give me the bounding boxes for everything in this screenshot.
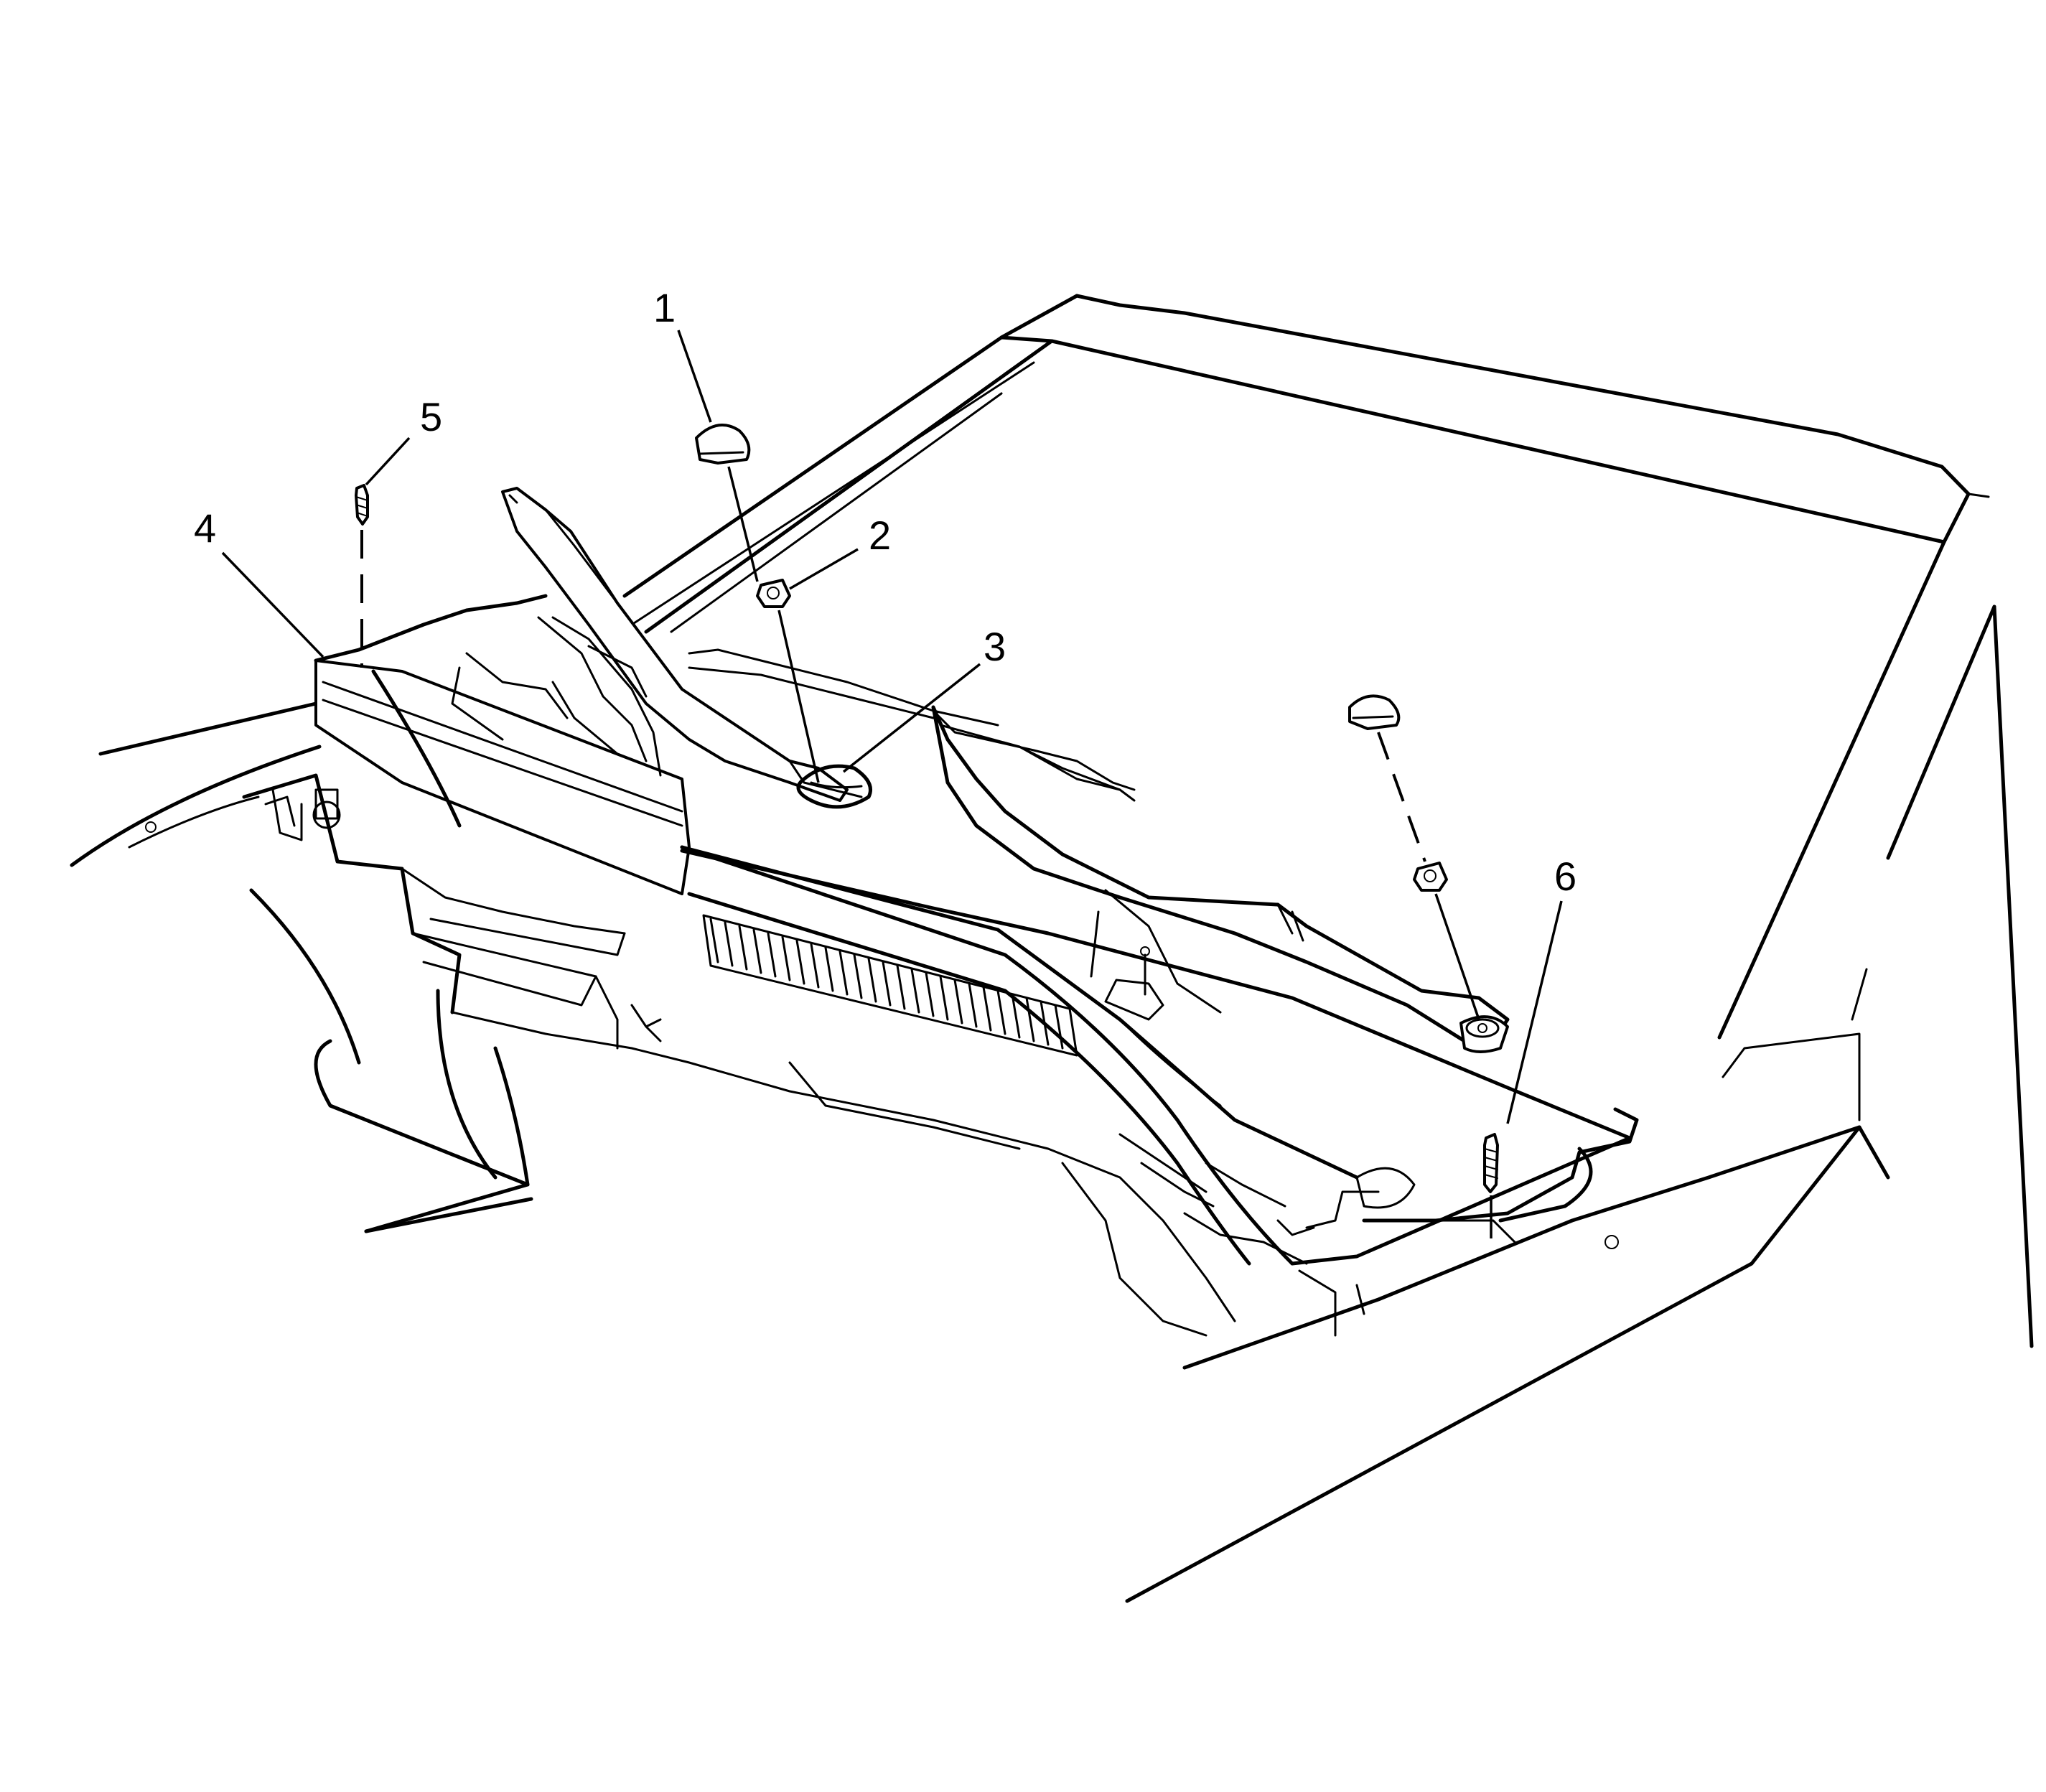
callout-5: 5 [420, 394, 442, 439]
windshield [622, 294, 2034, 1348]
leader-6 [1506, 900, 1563, 1124]
screw-left [355, 484, 369, 526]
wiper-arm-cap-right [1348, 694, 1401, 730]
wiper-nut-right [1413, 862, 1448, 892]
callout-4: 4 [194, 505, 216, 551]
right-wiper-pivot [1459, 1015, 1509, 1053]
cowl-grille [702, 914, 1215, 1208]
leader-1 [677, 330, 712, 423]
leader-5 [365, 437, 411, 486]
mount-post [1104, 946, 1164, 1021]
callout-1: 1 [653, 285, 676, 330]
hood [1125, 968, 1890, 1603]
callout-3: 3 [984, 624, 1006, 669]
install-line-cap-right [1377, 732, 1426, 862]
plenum [242, 773, 1365, 1337]
wiper-arm-cap-right-rim [1352, 715, 1394, 719]
leader-2 [789, 548, 859, 590]
install-line-cap-left [727, 466, 759, 582]
wiper-arm-cap-left [695, 424, 751, 465]
right-wiper-arm [688, 648, 1510, 1043]
left-wiper-arm [451, 487, 863, 802]
leader-3 [842, 663, 981, 773]
callout-6: 6 [1554, 854, 1576, 899]
left-fender [70, 701, 533, 1233]
cowl-panel [314, 594, 1632, 1266]
cowl-right-end [1276, 1107, 1639, 1243]
leader-4 [221, 551, 324, 658]
install-line-nut-right [1434, 893, 1480, 1020]
callout-2: 2 [869, 513, 891, 558]
wiper-arm-cap-left-rim [699, 451, 744, 455]
install-line-nut-left [777, 610, 820, 783]
left-wiper-pivot [796, 764, 872, 809]
screw-right [1483, 1133, 1499, 1193]
wiper-nut-left [756, 579, 791, 608]
